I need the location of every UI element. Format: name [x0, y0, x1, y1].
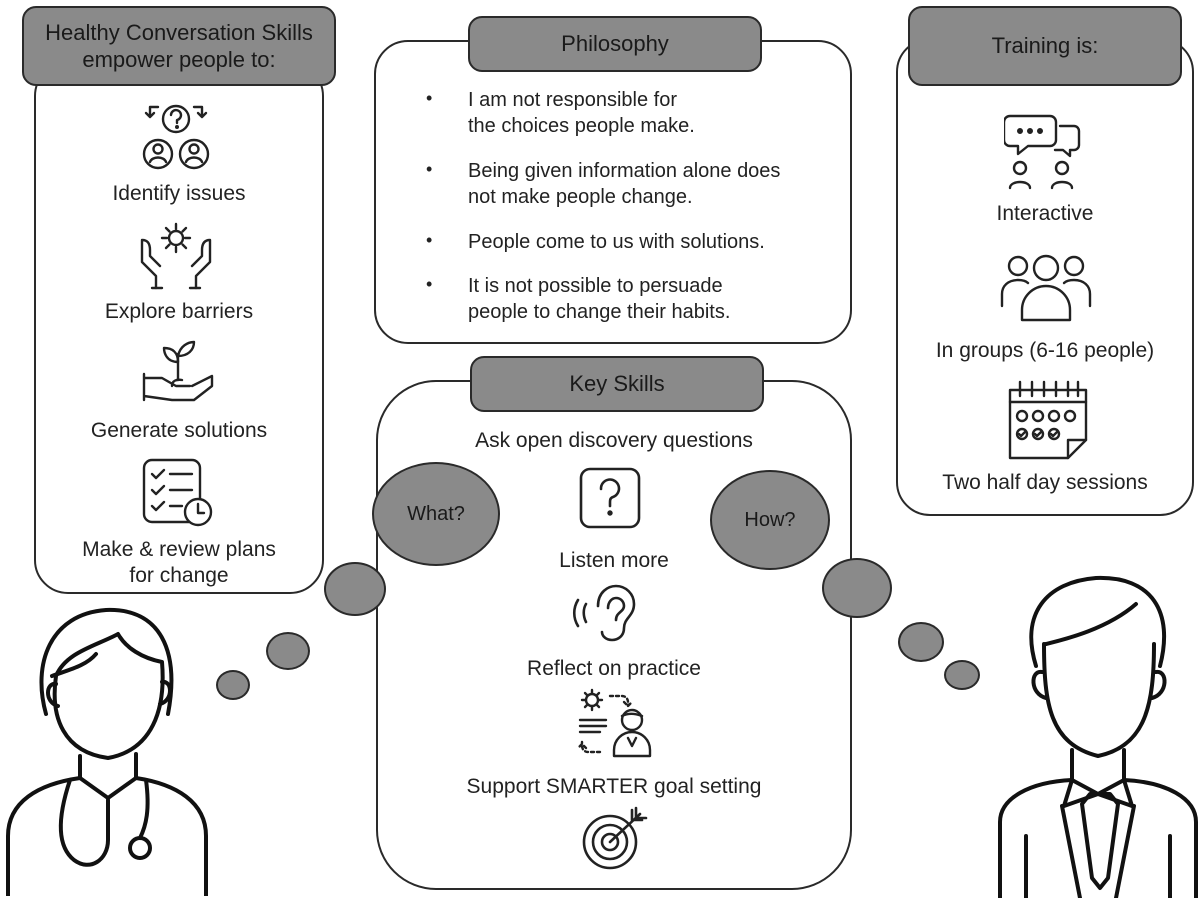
training-panel	[896, 38, 1194, 516]
philosophy-header: Philosophy	[468, 16, 762, 72]
what-bubble: What?	[372, 462, 500, 566]
philosophy-bullet: Being given information alone does not m…	[420, 158, 788, 211]
checklist-clock-icon	[140, 456, 216, 530]
thought-dot	[266, 632, 310, 670]
what-bubble-label: What?	[407, 502, 465, 525]
left-item-label-0: Identify issues	[112, 182, 246, 205]
key-skill-label-2: Reflect on practice	[527, 657, 701, 680]
thought-dot	[898, 622, 944, 662]
training-item-label-0: Interactive	[996, 202, 1094, 225]
philosophy-bullet: People come to us with solutions.	[420, 229, 828, 255]
training-header: Training is:	[908, 6, 1182, 86]
skills-panel-header: Healthy Conversation Skills empower peop…	[22, 6, 336, 86]
key-skill-label-3: Support SMARTER goal setting	[466, 775, 762, 798]
reflect-icon	[576, 686, 656, 762]
left-item-label-2: Generate solutions	[90, 419, 268, 442]
left-item-label-1: Explore barriers	[104, 300, 254, 323]
training-title: Training is:	[991, 33, 1099, 59]
ear-icon	[570, 582, 640, 644]
man-figure-icon	[996, 574, 1200, 898]
how-bubble: How?	[710, 470, 830, 570]
training-item-label-1: In groups (6-16 people)	[935, 339, 1155, 362]
key-skills-title: Key Skills	[569, 371, 665, 397]
training-item-label-2: Two half day sessions	[942, 471, 1148, 494]
hand-plant-icon	[136, 336, 220, 410]
key-skill-label-1: Listen more	[559, 549, 669, 572]
key-skill-label-0: Ask open discovery questions	[475, 429, 753, 452]
hands-gear-icon	[134, 220, 218, 292]
how-bubble-label: How?	[744, 508, 796, 531]
question-people-icon	[138, 102, 214, 174]
thought-dot	[216, 670, 250, 700]
philosophy-list: I am not responsible for the choices peo…	[420, 87, 840, 344]
thought-dot	[944, 660, 980, 690]
thought-dot	[324, 562, 386, 616]
question-box-icon	[578, 466, 642, 530]
nurse-figure-icon	[0, 596, 214, 896]
chat-people-icon	[1004, 110, 1084, 192]
target-icon	[580, 806, 650, 872]
philosophy-bullet: It is not possible to persuade people to…	[420, 273, 788, 326]
group-icon	[998, 248, 1094, 324]
philosophy-bullet: I am not responsible for the choices peo…	[420, 87, 708, 140]
key-skills-header: Key Skills	[470, 356, 764, 412]
skills-panel-title: Healthy Conversation Skills empower peop…	[45, 19, 313, 73]
thought-dot	[822, 558, 892, 618]
left-item-label-3: Make & review plans for change	[82, 538, 276, 588]
calendar-icon	[1006, 378, 1092, 464]
philosophy-title: Philosophy	[561, 31, 669, 57]
